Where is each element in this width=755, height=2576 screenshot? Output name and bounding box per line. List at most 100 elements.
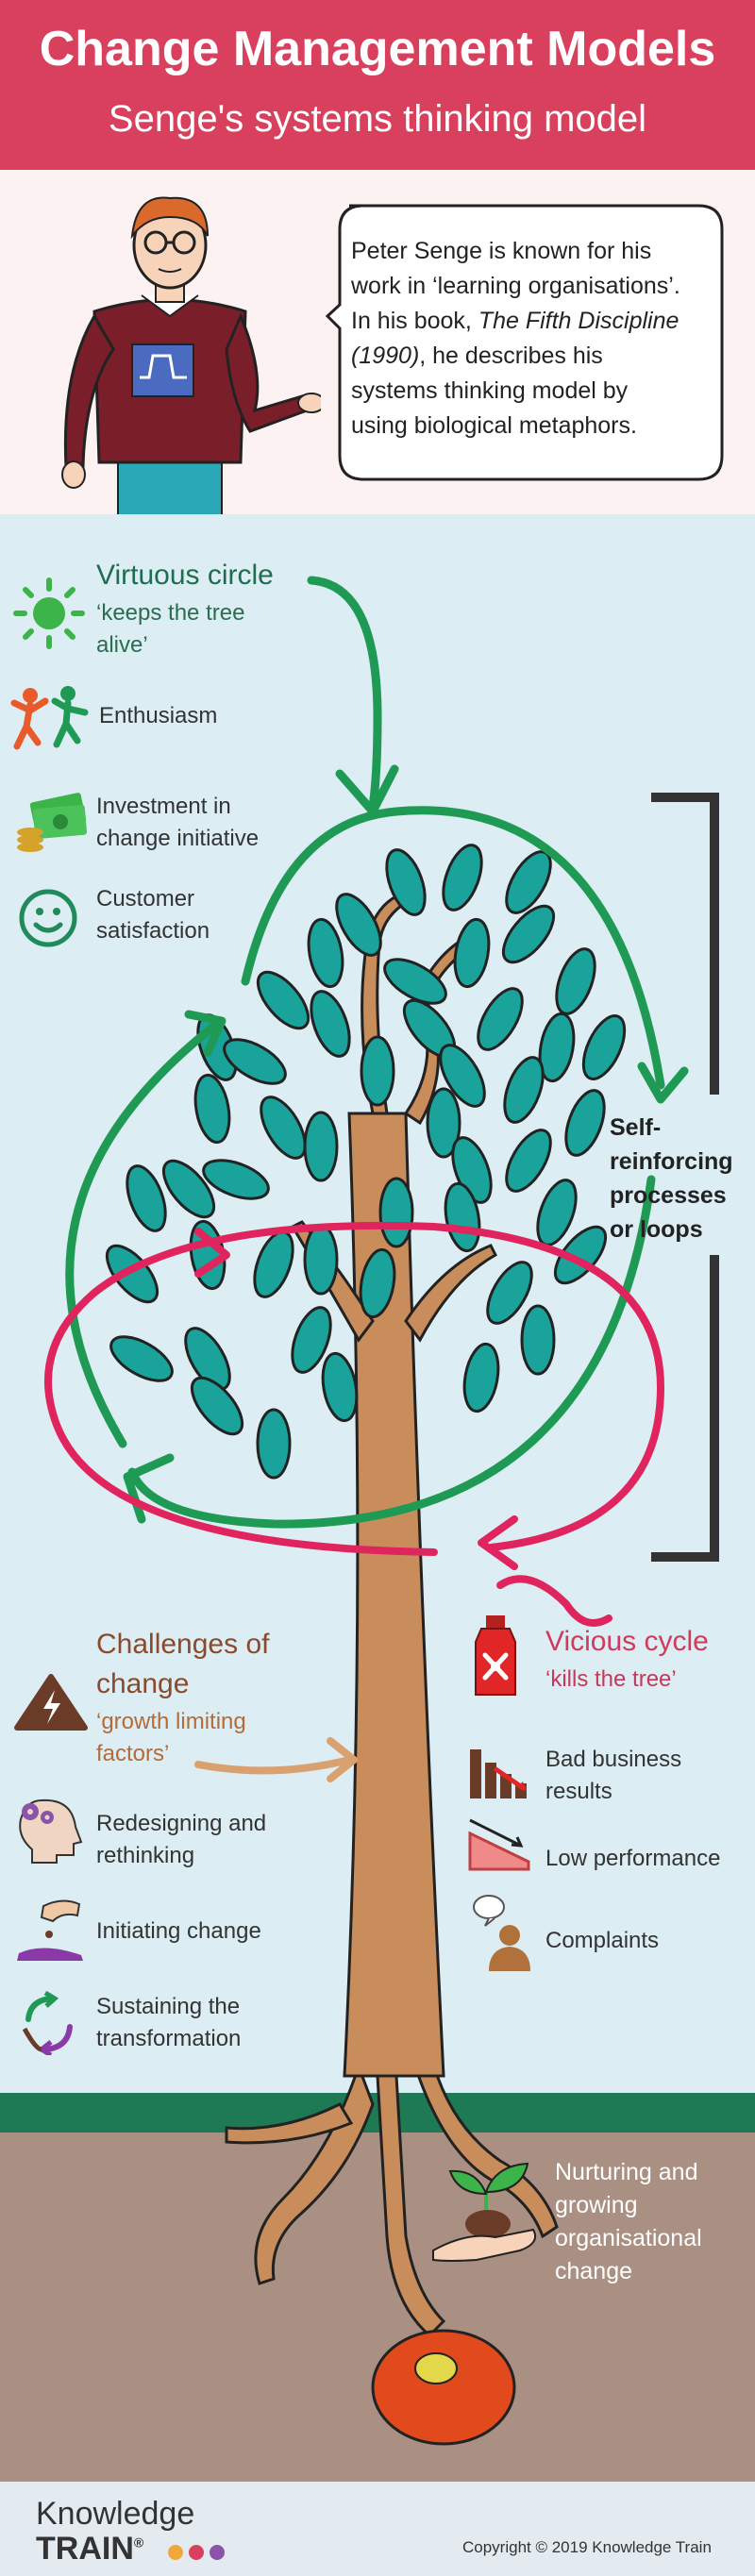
- logo-line-2: TRAIN®: [36, 2531, 144, 2567]
- leaf: [360, 1035, 395, 1107]
- leaf: [538, 1012, 576, 1083]
- loops-label-1: Self-: [610, 1114, 662, 1141]
- sprout-hand-icon: [432, 2162, 537, 2262]
- loops-bracket: [651, 793, 719, 1562]
- tree-leaves: [105, 844, 627, 1480]
- leaf: [202, 1159, 270, 1200]
- money-icon: [17, 793, 88, 852]
- vicious-item-low-performance: Low performance: [545, 1846, 721, 1871]
- leaf: [378, 1177, 414, 1248]
- leaf: [184, 1327, 231, 1391]
- challenge-redesign-1: Redesigning and: [96, 1811, 267, 1836]
- leaf: [335, 893, 382, 957]
- challenge-sustaining-1: Sustaining the: [96, 1994, 241, 2019]
- poison-bottle-icon: [475, 1615, 516, 1696]
- leaf: [105, 1244, 159, 1304]
- vicious-item-bad-results-1: Bad business: [545, 1747, 682, 1772]
- tree-diagram: [44, 576, 719, 2446]
- page-title: Change Management Models: [39, 22, 716, 76]
- intro-text: Peter Senge is known for his work in ‘le…: [351, 238, 680, 439]
- virtuous-item-investment-2: change initiative: [96, 826, 260, 851]
- logo-dots-icon: [168, 2545, 225, 2560]
- low-performance-icon: [468, 1818, 530, 1871]
- virtuous-sub-2: alive’: [96, 632, 148, 658]
- challenge-initiating: Initiating change: [96, 1918, 261, 1944]
- loops-label-2: reinforcing: [610, 1148, 733, 1175]
- leaf: [385, 848, 427, 916]
- smiley-icon: [19, 889, 77, 947]
- leaf: [190, 1376, 244, 1436]
- leaf: [223, 1038, 287, 1085]
- leaf: [439, 1044, 486, 1108]
- leaf: [161, 1159, 216, 1219]
- leaf: [442, 844, 483, 912]
- logo-line-1: Knowledge: [36, 2496, 195, 2532]
- leaf: [260, 1096, 307, 1160]
- complaints-icon: [473, 1895, 530, 1971]
- leaf: [256, 1408, 292, 1480]
- vicious-arrowheads: [194, 1228, 518, 1570]
- leaf: [520, 1304, 556, 1376]
- leaf: [505, 1129, 552, 1193]
- leaf: [310, 990, 351, 1058]
- page-subtitle: Senge's systems thinking model: [108, 98, 647, 140]
- leaf: [555, 947, 596, 1015]
- leaf: [581, 1014, 627, 1080]
- vicious-item-complaints: Complaints: [545, 1928, 660, 1953]
- nurture-label-2: growing: [555, 2192, 638, 2218]
- tree-roots: [225, 2062, 559, 2338]
- virtuous-item-enthusiasm: Enthusiasm: [99, 703, 218, 728]
- leaf: [256, 970, 310, 1030]
- challenge-sustaining-2: transformation: [96, 2026, 242, 2051]
- vicious-item-bad-results-2: results: [545, 1779, 612, 1804]
- copyright: Copyright © 2019 Knowledge Train: [462, 2538, 712, 2556]
- challenge-redesign-2: rethinking: [96, 1843, 195, 1868]
- leaf: [426, 1087, 461, 1159]
- leaf: [359, 1247, 396, 1319]
- footer: [0, 2482, 755, 2576]
- leaf: [193, 1073, 231, 1145]
- leaf: [109, 1335, 174, 1382]
- cycle-arrows-icon: [22, 1991, 73, 2055]
- leaf: [453, 917, 491, 989]
- leaf: [307, 917, 344, 989]
- seed: [371, 2329, 516, 2446]
- loops-label-4: or loops: [610, 1216, 703, 1243]
- virtuous-item-customer-1: Customer: [96, 886, 195, 912]
- head-gears-icon: [19, 1798, 83, 1864]
- virtuous-item-investment-1: Investment in: [96, 794, 231, 819]
- leaf: [383, 958, 447, 1005]
- challenges-title-2: change: [96, 1668, 190, 1699]
- leaf: [462, 1342, 500, 1413]
- vicious-sub: ‘kills the tree’: [545, 1666, 677, 1692]
- nurture-label-1: Nurturing and: [555, 2159, 698, 2185]
- challenges-sub-2: factors’: [96, 1741, 170, 1766]
- declining-bars-icon: [470, 1749, 527, 1798]
- leaf: [253, 1230, 294, 1298]
- challenges-title-1: Challenges of: [96, 1629, 270, 1660]
- leaf: [303, 1224, 339, 1296]
- header-banner: [0, 0, 755, 170]
- vicious-loop: [44, 1221, 665, 1627]
- warning-lightning-icon: [14, 1674, 88, 1731]
- enthusiasm-icon: [10, 686, 89, 750]
- challenges-sub-1: ‘growth limiting: [96, 1709, 246, 1734]
- leaf: [477, 987, 524, 1051]
- nurture-label-3: organisational: [555, 2225, 702, 2251]
- sun-icon: [13, 577, 85, 649]
- soil-section: [0, 2133, 755, 2482]
- speech-bubble: [326, 204, 724, 481]
- virtuous-item-customer-2: satisfaction: [96, 918, 210, 944]
- vicious-title: Vicious cycle: [545, 1626, 709, 1657]
- leaf: [501, 904, 556, 964]
- loops-label-3: processes: [610, 1182, 727, 1209]
- leaf: [126, 1164, 167, 1232]
- peter-senge-illustration: [61, 196, 321, 514]
- leaf: [564, 1089, 606, 1157]
- hand-seed-icon: [17, 1899, 83, 1961]
- leaf: [303, 1111, 339, 1182]
- leaf: [321, 1351, 359, 1423]
- nurture-label-4: change: [555, 2258, 633, 2284]
- growth-limit-arrow: [194, 1737, 358, 1782]
- leaf: [291, 1306, 332, 1374]
